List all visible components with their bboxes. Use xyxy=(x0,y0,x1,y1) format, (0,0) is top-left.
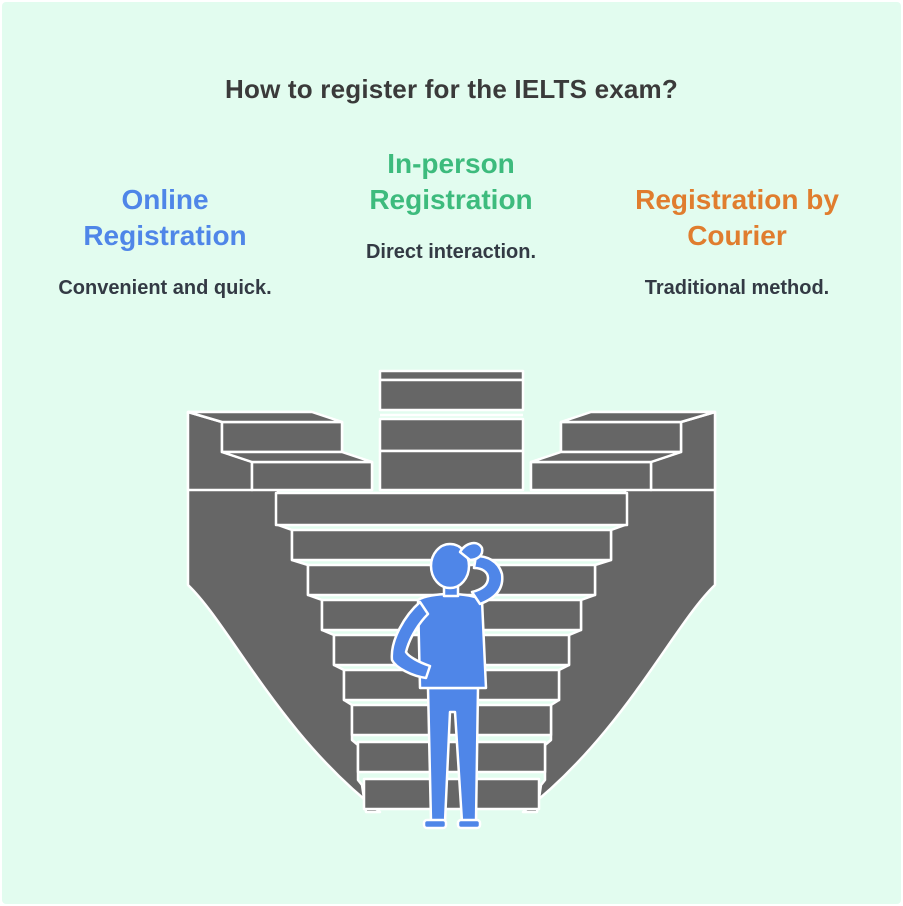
person-right-foot xyxy=(456,818,482,830)
option-inperson-title-line1: In-person xyxy=(387,148,515,179)
left-step-2-top xyxy=(220,450,374,464)
person-torso xyxy=(416,592,488,690)
stair-row-8 xyxy=(356,740,547,774)
option-online-title-line2: Registration xyxy=(83,220,247,251)
person-right-arm xyxy=(470,554,504,606)
left-step-1-top xyxy=(186,410,344,424)
staircase-icon xyxy=(186,369,717,814)
option-courier-title-line2: Courier xyxy=(687,220,787,251)
page-title: How to register for the IELTS exam? xyxy=(225,74,678,104)
right-step-2 xyxy=(529,460,653,492)
option-online-title: Online Registration xyxy=(40,182,290,254)
option-courier-description: Traditional method. xyxy=(644,277,830,299)
center-tower-block-2 xyxy=(378,378,525,412)
right-step-1-top xyxy=(559,410,717,424)
center-tower-block-4 xyxy=(378,449,525,492)
left-step-2 xyxy=(250,460,374,492)
right-step-2-top xyxy=(529,450,683,464)
option-online-description: Convenient and quick. xyxy=(58,277,272,299)
left-step-1 xyxy=(220,420,344,454)
option-online-title-line1: Online xyxy=(121,184,209,215)
person-head xyxy=(429,542,471,590)
option-courier-title: Registration by Courier xyxy=(612,182,862,254)
option-inperson-title-line2: Registration xyxy=(369,184,533,215)
option-inperson-title: In-person Registration xyxy=(326,146,576,218)
center-tower-block-3 xyxy=(378,417,525,453)
confused-person-icon xyxy=(390,541,504,830)
person-left-arm xyxy=(390,600,432,680)
center-tower-block-1 xyxy=(378,369,525,382)
right-step-1 xyxy=(559,420,683,454)
person-hand xyxy=(458,541,484,562)
option-inperson-description: Direct interaction. xyxy=(365,241,537,263)
person-left-foot xyxy=(422,818,448,830)
stair-row-1 xyxy=(274,491,629,527)
option-courier-title-line1: Registration by xyxy=(635,184,839,215)
stair-row-9 xyxy=(362,777,541,811)
